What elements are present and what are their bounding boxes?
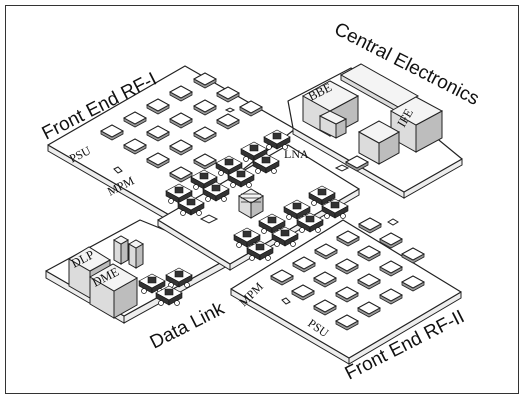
heat-sink — [239, 189, 263, 218]
diagram-frame: Front End RF-I Central Electronics Data … — [5, 5, 519, 394]
isometric-layout-diagram: Front End RF-I Central Electronics Data … — [6, 6, 520, 395]
label-data-link: Data Link — [147, 298, 228, 353]
label-lna: LNA — [284, 147, 309, 161]
